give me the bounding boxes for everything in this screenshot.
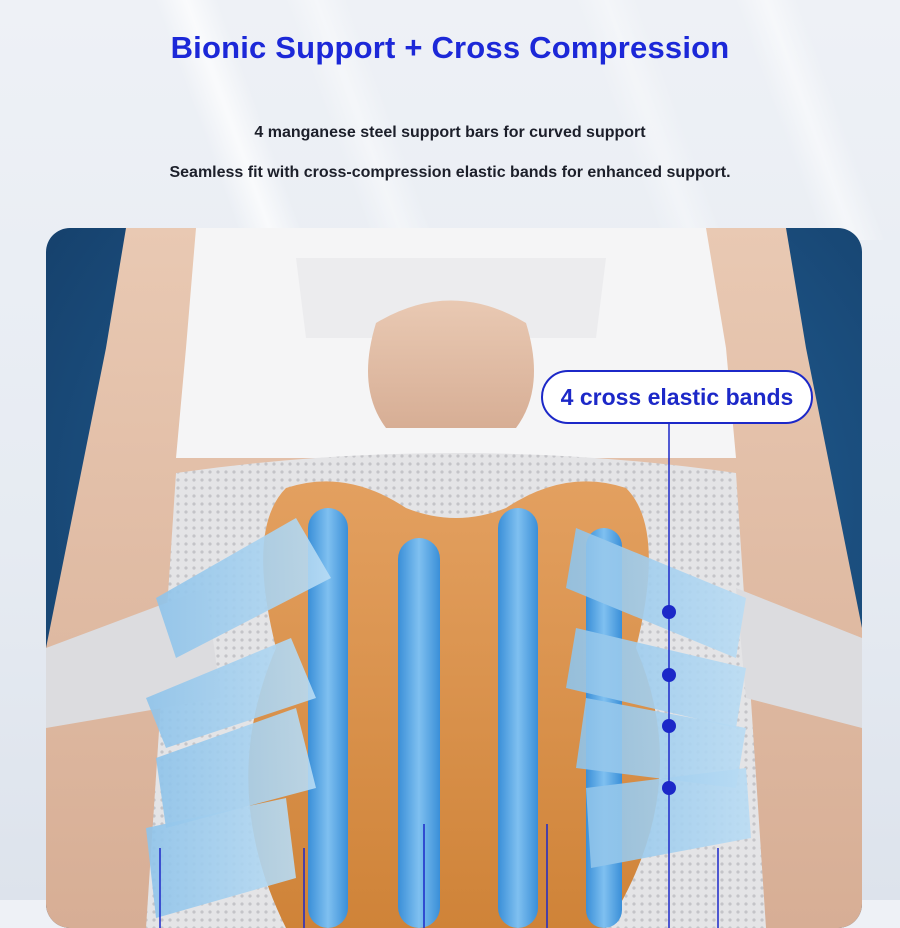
band-marker-4 xyxy=(662,781,676,795)
feature-cross-compression: Seamless fit with cross-compression elas… xyxy=(169,164,731,181)
cross-band-right-1 xyxy=(566,528,746,658)
band-marker-1 xyxy=(662,605,676,619)
back-brace-illustration xyxy=(46,228,862,928)
cross-band-right-3 xyxy=(576,698,746,788)
keyhole-opening xyxy=(368,300,534,428)
band-marker-3 xyxy=(662,719,676,733)
product-photo xyxy=(46,228,862,928)
band-marker-2 xyxy=(662,668,676,682)
page-title: Bionic Support + Cross Compression xyxy=(170,30,730,65)
support-bar-3 xyxy=(498,508,538,928)
callout-cross-bands: 4 cross elastic bands xyxy=(541,370,813,424)
lumbar-pad xyxy=(248,481,661,928)
side-strap-right xyxy=(736,588,862,728)
cross-band-left-4 xyxy=(146,798,296,918)
support-bar-2 xyxy=(398,538,440,928)
cross-band-left-2 xyxy=(146,638,316,748)
cross-band-left-3 xyxy=(156,708,316,828)
feature-steel-bars: 4 manganese steel support bars for curve… xyxy=(254,124,646,141)
cross-band-right-2 xyxy=(566,628,746,728)
cross-band-left-1 xyxy=(156,518,331,658)
support-bar-1 xyxy=(308,508,348,928)
